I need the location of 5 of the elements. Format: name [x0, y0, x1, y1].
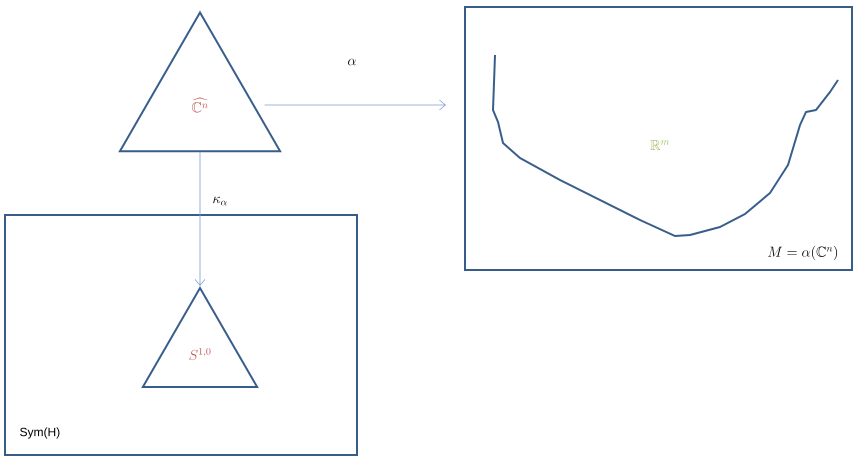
arrow [194, 152, 206, 286]
frame-box: $\mathbb{R}^m$ $M = \alpha(\mathbb{C}^n)$ [464, 6, 853, 271]
arrow [264, 100, 446, 110]
edge-label: $\kappa_\alpha$ [211, 196, 229, 206]
edge-label: $\alpha$ [346, 58, 358, 66]
